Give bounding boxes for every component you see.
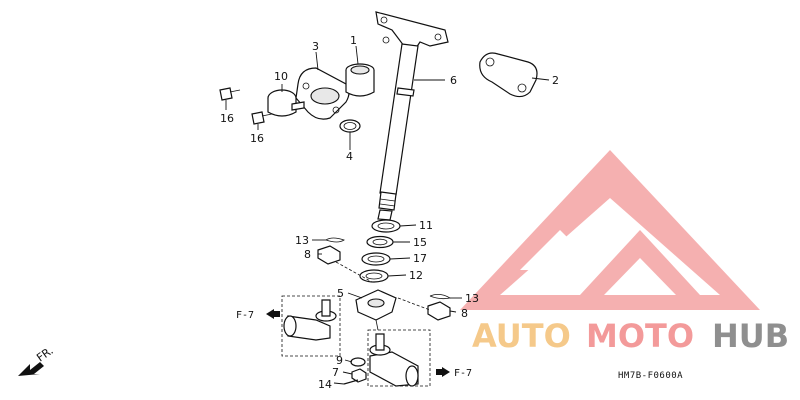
callout-2: 2 bbox=[552, 74, 559, 87]
ref-label-right: F-7 bbox=[454, 368, 472, 379]
callout-7: 7 bbox=[332, 366, 339, 379]
front-label: FR. bbox=[34, 344, 55, 364]
callout-11: 11 bbox=[419, 219, 433, 232]
pin-14 bbox=[343, 379, 359, 385]
callout-10: 10 bbox=[274, 70, 288, 83]
tie-rod-left bbox=[281, 295, 341, 357]
watermark-moto: MOTO bbox=[586, 317, 694, 355]
shaft-holder-part bbox=[295, 67, 350, 120]
steering-arm bbox=[355, 289, 397, 331]
steering-bracket-part bbox=[479, 52, 538, 98]
watermark-auto: AUTO bbox=[472, 317, 571, 355]
bolt-16-lower bbox=[251, 111, 273, 125]
cotter-pin-right bbox=[429, 294, 452, 300]
castle-nut-right bbox=[427, 301, 451, 321]
ref-label-left: F-7 bbox=[236, 310, 254, 321]
bolt-16-upper bbox=[219, 87, 241, 101]
nut-7 bbox=[351, 368, 367, 383]
steering-shaft bbox=[375, 11, 449, 221]
callout-15: 15 bbox=[413, 236, 427, 249]
callout-17: 17 bbox=[413, 252, 427, 265]
callout-5: 5 bbox=[337, 287, 344, 300]
watermark-text: AUTO MOTO HUB bbox=[472, 317, 789, 355]
drawing-code: HM7B-F0600A bbox=[618, 371, 683, 381]
callout-8-left: 8 bbox=[304, 248, 311, 261]
callout-16-upper: 16 bbox=[220, 112, 234, 125]
callout-13-left: 13 bbox=[295, 234, 309, 247]
callout-13-right: 13 bbox=[465, 292, 479, 305]
callout-6: 6 bbox=[450, 74, 457, 87]
callout-9: 9 bbox=[336, 354, 343, 367]
watermark-hub: HUB bbox=[712, 317, 789, 355]
watermark-logo bbox=[460, 150, 760, 310]
callout-4: 4 bbox=[346, 150, 353, 163]
callout-8-right: 8 bbox=[461, 307, 468, 320]
callout-16-lower: 16 bbox=[250, 132, 264, 145]
cotter-pin-left bbox=[325, 237, 345, 243]
callout-12: 12 bbox=[409, 269, 423, 282]
castle-nut-left bbox=[317, 245, 341, 265]
shaft-bushing-part bbox=[345, 63, 375, 97]
ref-arrow-left: F-7 bbox=[236, 309, 280, 321]
callout-14: 14 bbox=[318, 378, 332, 391]
tie-rod-right bbox=[367, 329, 431, 387]
seal-ring-part bbox=[339, 119, 361, 133]
bearing-stack bbox=[359, 219, 401, 283]
washer-9 bbox=[350, 357, 366, 367]
callout-1: 1 bbox=[350, 34, 357, 47]
front-direction-arrow: FR. bbox=[18, 344, 56, 376]
leader-lines bbox=[225, 45, 550, 385]
ref-arrow-right: F-7 bbox=[436, 367, 472, 379]
callout-3: 3 bbox=[312, 40, 319, 53]
